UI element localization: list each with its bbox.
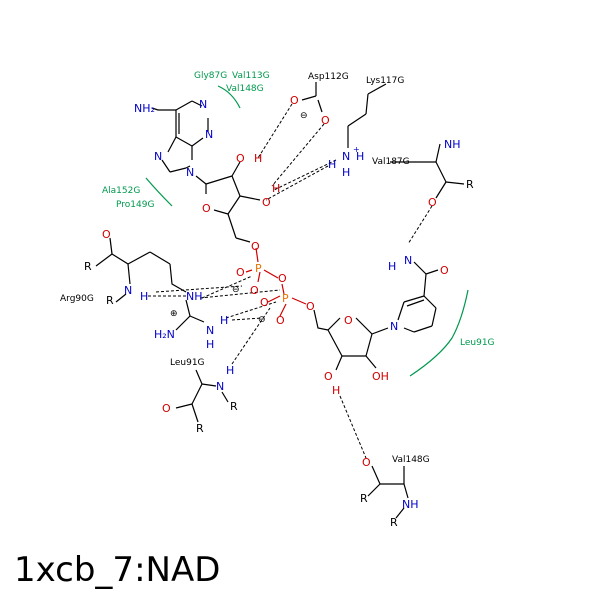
- atom-nh-guanidine: NH: [186, 290, 203, 303]
- residue-val148-top: Val148G: [226, 84, 264, 94]
- residue-val187: Val187G: [372, 157, 410, 167]
- residue-leu91-left: Leu91G: [170, 358, 205, 368]
- charge-plus-arg: ⊕: [170, 309, 178, 319]
- atom-h-arg90: H: [140, 290, 148, 303]
- atom-o-val187: O: [428, 196, 437, 209]
- hydrogen-bonds: [148, 103, 433, 459]
- atom-r-leu91-1: R: [230, 400, 238, 413]
- atom-o-amide: O: [440, 264, 449, 277]
- atom-o-leu91: O: [162, 402, 171, 415]
- atom-h-lys-1: H: [328, 158, 336, 171]
- pyrophosphate: [245, 247, 329, 331]
- atom-n-arg90: N: [124, 284, 132, 297]
- atom-n-nicotinamide: N: [390, 320, 398, 333]
- atom-nh-val187: NH: [444, 138, 461, 151]
- atom-h-3prime: H: [272, 182, 280, 195]
- residue-val113: Val113G: [232, 71, 270, 81]
- atom-nh2-adenine: NH₂: [134, 102, 155, 115]
- residue-lys117: Lys117G: [366, 76, 404, 86]
- atom-oh-2prime: O: [236, 152, 245, 165]
- atom-o-pa2: O: [250, 284, 259, 297]
- residue-ala152: Ala152G: [102, 186, 140, 196]
- atom-n-leu91: N: [216, 380, 224, 393]
- atom-h-lys-3: H: [342, 166, 350, 179]
- atom-n-amide: N: [404, 254, 412, 267]
- atom-nz-lys: N: [342, 150, 350, 163]
- atom-o-val148: O: [362, 456, 371, 469]
- charges: ⊖ ⊖ ⊖ ⊕: [170, 111, 308, 325]
- atom-h-2prime: H: [254, 152, 262, 165]
- atom-o-pn2: O: [276, 314, 285, 327]
- arg90-residue: [95, 237, 205, 331]
- residue-labels: Gly87G Val113G Val148G Asp112G Lys117G V…: [60, 71, 495, 465]
- atom-pa: P: [255, 262, 262, 275]
- residue-pro149: Pro149G: [116, 200, 154, 210]
- leu91-left-residue: [175, 369, 229, 423]
- atom-labels: NH₂ N N N N O O H O H O O P O O P O O O …: [84, 94, 474, 529]
- atom-o-bridge: O: [278, 272, 287, 285]
- lys117-sidechain: [347, 83, 387, 148]
- atom-o-3prime: O: [262, 196, 271, 209]
- atom-r-leu91-2: R: [196, 422, 204, 435]
- atom-n7: N: [154, 150, 162, 163]
- residue-val148-bottom: Val148G: [392, 455, 430, 465]
- atom-o-arg90: O: [102, 228, 111, 241]
- nicotinamide-ring: [397, 261, 439, 333]
- residue-leu91-right: Leu91G: [460, 338, 495, 348]
- atom-oh-2prime-n: OH: [372, 370, 389, 383]
- val148-bottom-residue: [367, 465, 409, 519]
- atom-o-asp-1: O: [290, 94, 299, 107]
- ribose-nicotinamide: [327, 317, 389, 371]
- atom-o-ribose-n: O: [344, 314, 353, 327]
- atom-o-ribose-1: O: [202, 202, 211, 215]
- charge-minus-asp: ⊖: [300, 111, 308, 121]
- atom-h-amide: H: [388, 260, 396, 273]
- hydrophobic-arc-ala152-pro149: [145, 177, 173, 207]
- ribose-adenosine: [205, 161, 261, 243]
- atom-r-val148-2: R: [390, 516, 398, 529]
- residue-gly87: Gly87G: [194, 71, 227, 81]
- charge-minus-pa: ⊖: [232, 285, 240, 295]
- hydrophobic-arc-leu91: [409, 289, 469, 377]
- atom-nh-val148: NH: [402, 498, 419, 511]
- atom-r-val148-1: R: [360, 492, 368, 505]
- atom-h2n-guanidine: H₂N: [154, 328, 175, 341]
- atom-h-leu91: H: [226, 364, 234, 377]
- atom-h-guanidine-2: H: [220, 314, 228, 327]
- atom-h-3prime-n: H: [332, 384, 340, 397]
- val187-backbone: [390, 143, 465, 199]
- atom-r-arg90-bottom: R: [106, 294, 114, 307]
- atom-n9: N: [186, 166, 194, 179]
- atom-h-lys-2: H: [356, 150, 364, 163]
- atom-o-pn1: O: [260, 296, 269, 309]
- atom-o-3prime-n: O: [324, 370, 333, 383]
- atom-o-asp-2: O: [321, 114, 330, 127]
- atom-o-5prime-n: O: [306, 300, 315, 313]
- atom-h-guanidine-1: H: [206, 338, 214, 351]
- hydrophobic-arc-gly87-val113: [217, 85, 241, 109]
- atom-r-val187: R: [466, 178, 474, 191]
- atom-r-arg90-top: R: [84, 260, 92, 273]
- charge-minus-pn: ⊖: [258, 315, 266, 325]
- residue-arg90: Arg90G: [60, 294, 94, 304]
- atom-o-pa1: O: [236, 266, 245, 279]
- ligand-title: 1xcb_7:NAD: [14, 550, 221, 590]
- adenine-group: [151, 100, 209, 185]
- atom-pn: P: [282, 292, 289, 305]
- atom-o-5prime: O: [251, 240, 260, 253]
- atom-n-guanidine: N: [206, 324, 214, 337]
- atom-n3: N: [205, 128, 213, 141]
- atom-plus-lys: +: [353, 145, 360, 154]
- residue-asp112: Asp112G: [308, 72, 349, 82]
- atom-n1: N: [199, 98, 207, 111]
- asp112-sidechain: [301, 82, 323, 113]
